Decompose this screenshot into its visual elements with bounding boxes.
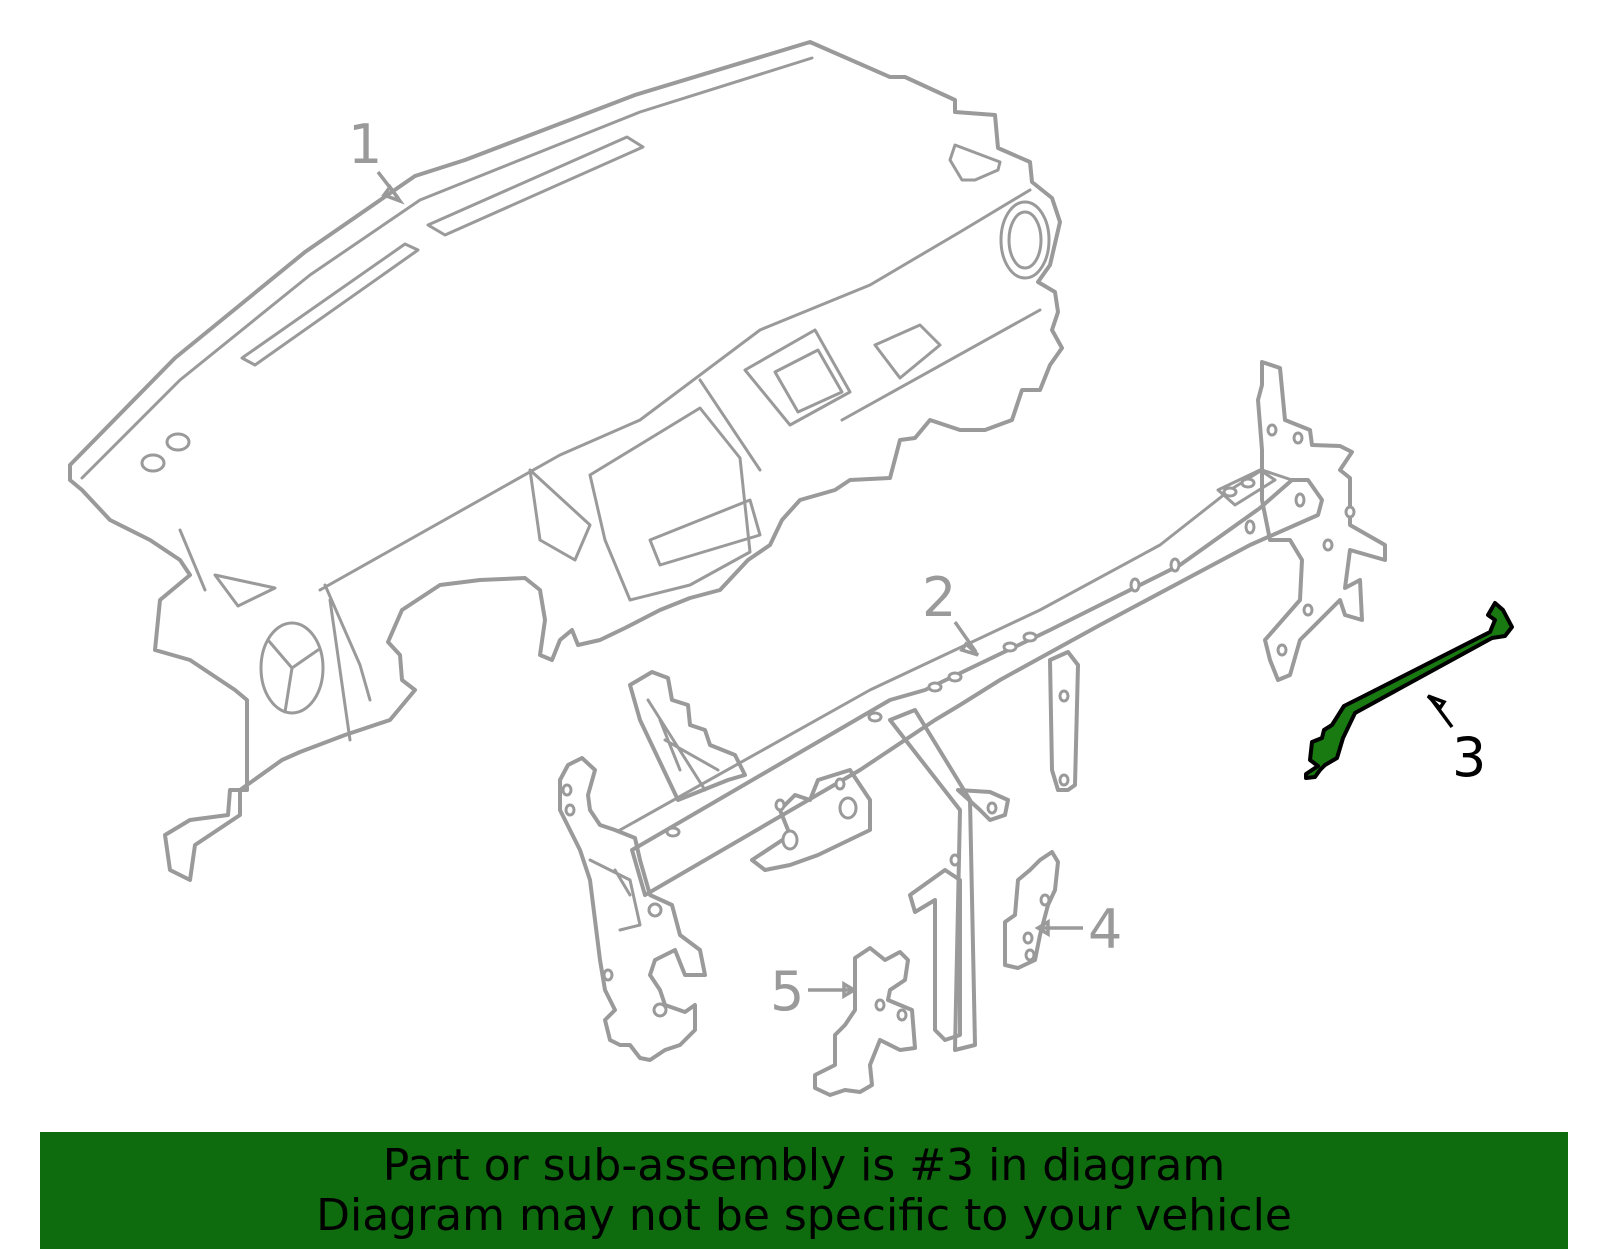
part-1-instrument-panel[interactable] — [68, 40, 1064, 882]
part-2-cross-car-beam[interactable] — [558, 360, 1387, 1062]
parts-diagram: 1 2 3 4 5 — [68, 40, 1514, 1097]
info-banner: Part or sub-assembly is #3 in diagram Di… — [40, 1132, 1568, 1249]
callout-3[interactable]: 3 — [1452, 726, 1486, 789]
callout-1[interactable]: 1 — [348, 113, 382, 176]
banner-line-part: Part or sub-assembly is #3 in diagram — [382, 1139, 1226, 1191]
part-3-bracket[interactable] — [1304, 601, 1514, 780]
callout-2[interactable]: 2 — [922, 566, 956, 629]
banner-line-disclaimer: Diagram may not be specific to your vehi… — [316, 1189, 1292, 1241]
part-5-bracket[interactable] — [813, 946, 917, 1097]
callout-leaders — [376, 170, 1454, 1000]
part-4-bracket[interactable] — [1003, 850, 1060, 970]
callout-4[interactable]: 4 — [1088, 898, 1122, 961]
callout-5[interactable]: 5 — [770, 960, 804, 1023]
